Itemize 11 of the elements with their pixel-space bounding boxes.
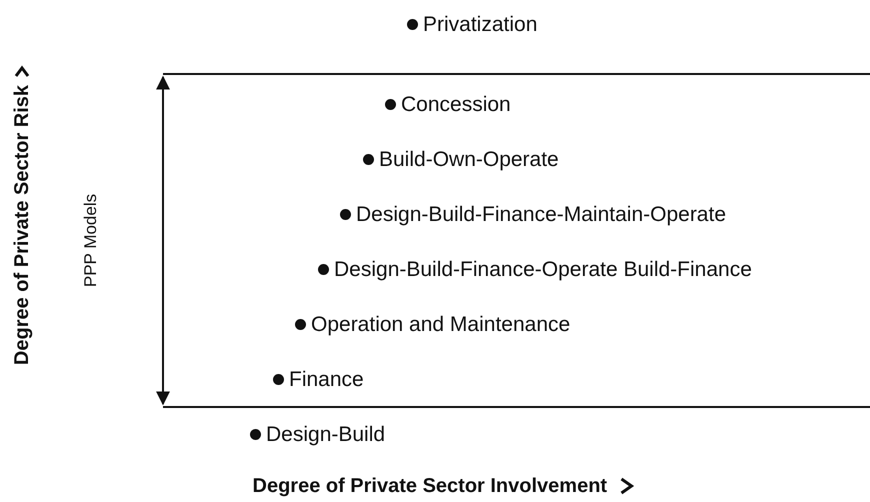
bracket-label: PPP Models bbox=[82, 193, 99, 287]
model-name: Build-Own-Operate bbox=[379, 148, 559, 170]
axis-title: Degree of Private Sector Risk bbox=[12, 84, 32, 366]
model-name: Design-Build bbox=[266, 424, 386, 444]
model-name: Design-Build-Finance-Operate Build-Finance bbox=[334, 258, 752, 280]
model-name: Finance bbox=[289, 368, 364, 390]
axis-title: Degree of Private Sector Involvement bbox=[252, 476, 608, 496]
model-name: Privatization bbox=[423, 14, 538, 34]
model-name: Operation and Maintenance bbox=[311, 314, 570, 334]
model-name: Design-Build-Finance-Maintain-Operate bbox=[356, 204, 726, 224]
model-name: Concession bbox=[401, 94, 511, 114]
